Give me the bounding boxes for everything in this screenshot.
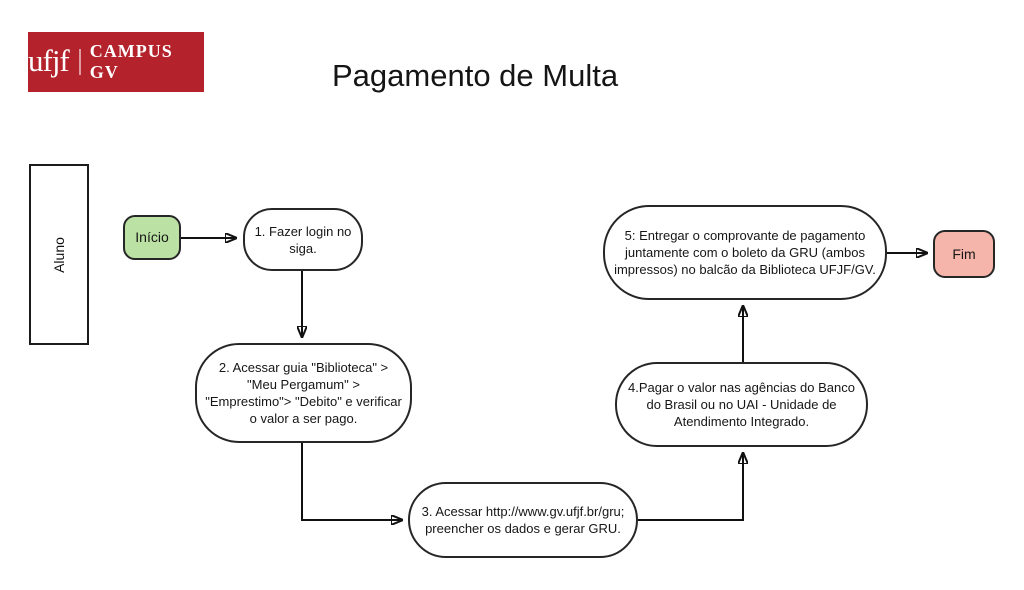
- step-5-node: 5: Entregar o comprovante de pagamento j…: [603, 205, 887, 300]
- start-node: Início: [123, 215, 181, 260]
- step-3-node: 3. Acessar http://www.gv.ufjf.br/gru; pr…: [408, 482, 638, 558]
- ufjf-campus-gv-logo: ufjf CAMPUS GV: [28, 32, 204, 92]
- step-4-node: 4.Pagar o valor nas agências do Banco do…: [615, 362, 868, 447]
- end-node: Fim: [933, 230, 995, 278]
- step-1-node: 1. Fazer login no siga.: [243, 208, 363, 271]
- swimlane-aluno: Aluno: [29, 164, 89, 345]
- logo-divider: [78, 49, 81, 75]
- connector-step3-to-step4: [638, 453, 743, 521]
- page-title: Pagamento de Multa: [332, 58, 619, 93]
- logo-campus-text: CAMPUS GV: [89, 41, 173, 82]
- logo-brand-text: ufjf: [28, 42, 70, 78]
- connector-step2-to-step3: [301, 443, 402, 520]
- step-2-node: 2. Acessar guia "Biblioteca" > "Meu Perg…: [195, 343, 412, 443]
